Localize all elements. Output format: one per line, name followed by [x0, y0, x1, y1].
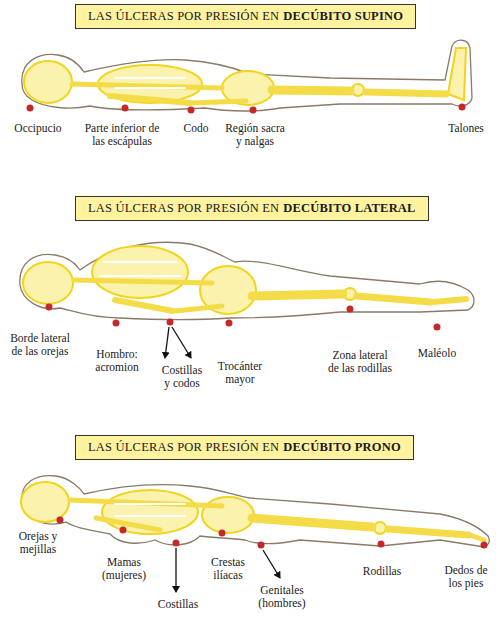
title-text: DECÚBITO PRONO: [283, 440, 401, 454]
site-label: Zona lateral de las rodillas: [327, 349, 393, 375]
title-text: LAS ÚLCERAS POR PRESIÓN EN: [88, 9, 279, 23]
supine-figure: [22, 40, 472, 113]
prone-figure: [21, 476, 489, 592]
site-label: Orejas y mejillas: [12, 530, 64, 556]
title-box: LAS ÚLCERAS POR PRESIÓN EN DECÚBITO LATER…: [75, 196, 429, 221]
title-text: LAS ÚLCERAS POR PRESIÓN EN: [88, 440, 279, 454]
site-label: Maléolo: [412, 347, 462, 360]
title-box: LAS ÚLCERAS POR PRESIÓN EN DECÚBITO SUPIN…: [75, 4, 416, 29]
site-label: Crestas ilíacas: [202, 556, 254, 582]
title-box: LAS ÚLCERAS POR PRESIÓN EN DECÚBITO PRONO: [75, 435, 414, 460]
leader-arrows: [165, 327, 191, 358]
title-text: DECÚBITO SUPINO: [283, 9, 403, 23]
site-label: Mamas (mujeres): [96, 556, 152, 582]
site-label: Occipucio: [12, 122, 64, 135]
site-label: Trocánter mayor: [211, 360, 269, 386]
site-label: Región sacra y nalgas: [222, 122, 288, 148]
site-label: Hombro: acromion: [91, 348, 143, 374]
site-label: Borde lateral de las orejas: [7, 332, 73, 358]
site-label: Dedos de los pies: [439, 564, 493, 590]
site-label: Costillas: [153, 598, 203, 611]
site-label: Codo: [179, 122, 213, 135]
site-label: Talones: [444, 122, 488, 135]
title-text: LAS ÚLCERAS POR PRESIÓN EN: [88, 201, 279, 215]
site-label: Rodillas: [357, 565, 407, 578]
site-label: Genitales (hombres): [253, 584, 311, 610]
title-text: DECÚBITO LATERAL: [283, 201, 415, 215]
site-label: Costillas y codos: [160, 364, 205, 390]
site-label: Parte inferior de las escápulas: [81, 122, 163, 148]
lateral-figure: [20, 242, 474, 358]
